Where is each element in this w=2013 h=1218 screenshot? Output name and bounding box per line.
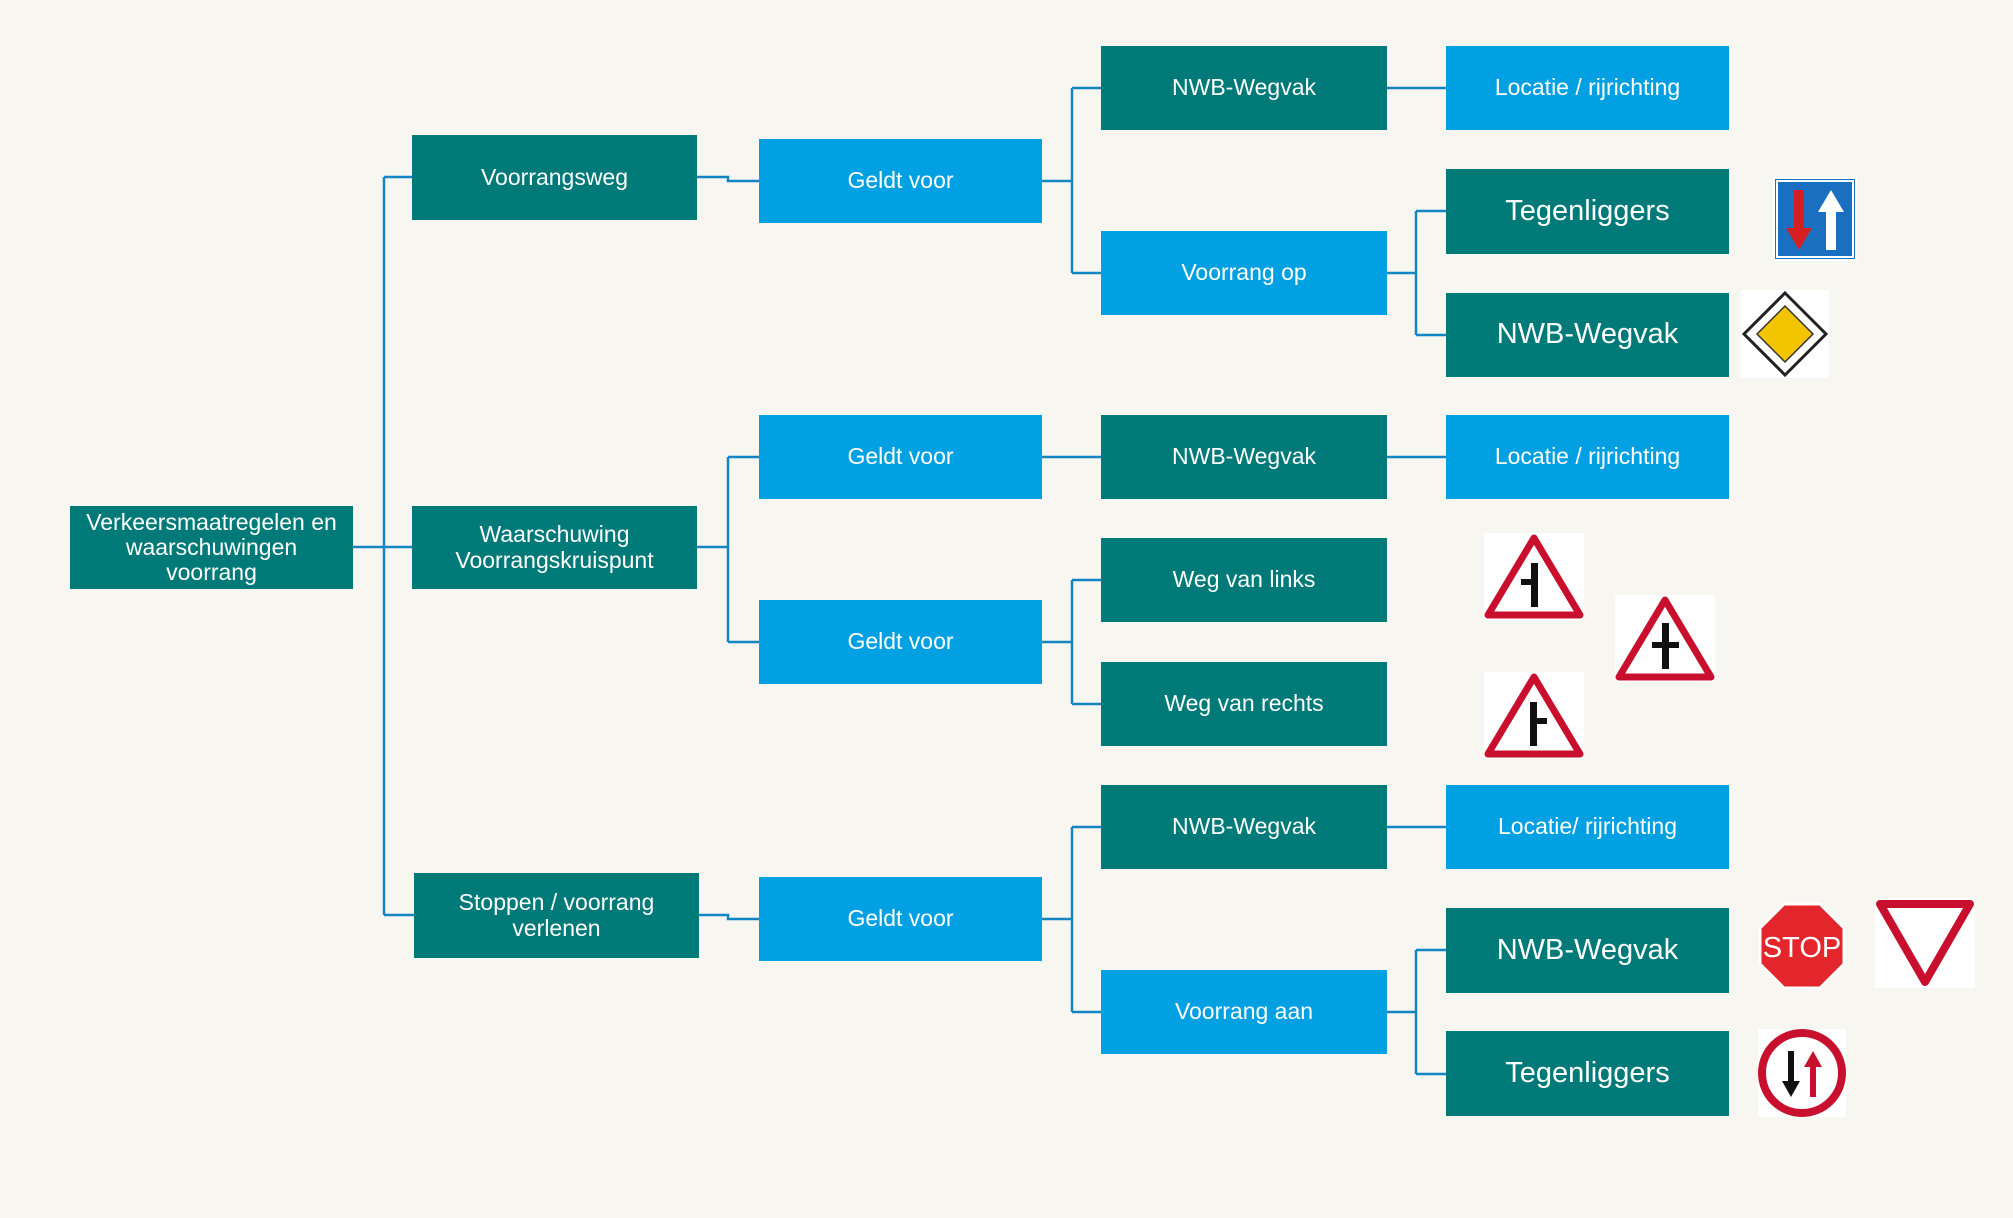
- weg-van-rechts-node: Weg van rechts: [1101, 662, 1387, 746]
- waarschuwing-voorrangskruispunt-node: Waarschuwing Voorrangskruispunt: [412, 506, 697, 589]
- stop-sign-icon: STOP: [1758, 902, 1846, 990]
- side-road-left-warning-sign-icon: [1484, 533, 1584, 620]
- nwb-wegvak-node: NWB-Wegvak: [1101, 785, 1387, 869]
- nwb-wegvak-node: NWB-Wegvak: [1446, 293, 1729, 377]
- side-road-right-warning-sign-icon: [1484, 672, 1584, 759]
- tegenliggers-node: Tegenliggers: [1446, 1031, 1729, 1116]
- connector: [697, 455, 759, 644]
- connector: [1042, 825, 1101, 1014]
- connector: [697, 175, 759, 183]
- voorrangsweg-node: Voorrangsweg: [412, 135, 697, 220]
- geldt-voor-node: Geldt voor: [759, 139, 1042, 223]
- connector: [1387, 209, 1446, 337]
- connector: [1387, 948, 1446, 1076]
- stop-sign-text: STOP: [1763, 932, 1841, 964]
- geldt-voor-node: Geldt voor: [759, 877, 1042, 961]
- give-way-oncoming-sign-icon: [1758, 1029, 1846, 1117]
- connector: [352, 175, 414, 917]
- nwb-wegvak-node: NWB-Wegvak: [1101, 415, 1387, 499]
- nwb-wegvak-node: NWB-Wegvak: [1446, 908, 1729, 993]
- weg-van-links-node: Weg van links: [1101, 538, 1387, 622]
- connector: [1042, 86, 1101, 275]
- root-node: Verkeersmaatregelen en waarschuwingen vo…: [70, 506, 353, 589]
- tegenliggers-node: Tegenliggers: [1446, 169, 1729, 254]
- geldt-voor-node: Geldt voor: [759, 600, 1042, 684]
- priority-road-sign-icon: [1741, 290, 1829, 378]
- locatie-rijrichting-node: Locatie / rijrichting: [1446, 46, 1729, 130]
- locatie-rijrichting-node: Locatie / rijrichting: [1446, 415, 1729, 499]
- crossroads-warning-sign-icon: [1615, 595, 1715, 682]
- stoppen-voorrang-verlenen-node: Stoppen / voorrang verlenen: [414, 873, 699, 958]
- locatie-rijrichting-node: Locatie/ rijrichting: [1446, 785, 1729, 869]
- nwb-wegvak-node: NWB-Wegvak: [1101, 46, 1387, 130]
- connector: [1042, 578, 1101, 706]
- priority-over-oncoming-sign-icon: [1773, 177, 1857, 261]
- voorrang-op-node: Voorrang op: [1101, 231, 1387, 315]
- give-way-sign-icon: [1875, 898, 1975, 988]
- connector: [699, 913, 759, 921]
- geldt-voor-node: Geldt voor: [759, 415, 1042, 499]
- voorrang-aan-node: Voorrang aan: [1101, 970, 1387, 1054]
